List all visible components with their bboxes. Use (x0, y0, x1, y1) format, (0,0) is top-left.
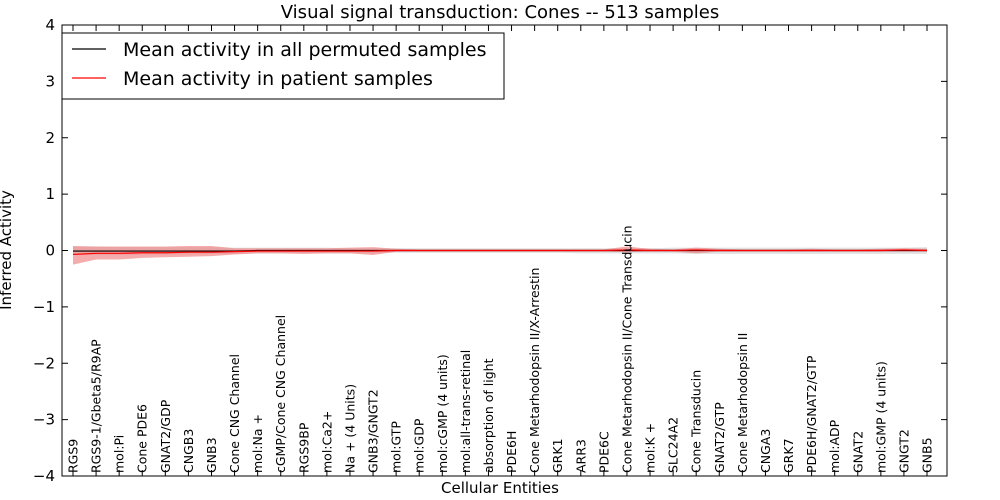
x-tick-label: PDE6C (596, 431, 611, 473)
y-tick-label: 4 (45, 16, 55, 34)
x-tick-label: absorption of light (481, 358, 496, 473)
legend-label-patient: Mean activity in patient samples (123, 68, 433, 90)
y-tick-label: 3 (45, 72, 55, 90)
x-tick-label: mol:Pi (112, 435, 127, 473)
x-tick-label: PDE6H (504, 431, 519, 473)
x-tick-label: SLC24A2 (666, 417, 681, 473)
x-tick-label: RGS9 (66, 439, 81, 473)
x-tick-label: cGMP/Cone CNG Channel (273, 315, 288, 473)
x-tick-label: PDE6H/GNAT2/GTP (804, 355, 819, 473)
x-tick-label: mol:cGMP (4 units) (435, 354, 450, 473)
y-tick-label: −4 (33, 467, 55, 485)
x-tick-label: Cone Transducin (689, 370, 704, 473)
line-series-1 (72, 249, 928, 256)
x-tick-label: GNB5 (920, 437, 935, 473)
y-axis-label: Inferred Activity (0, 190, 15, 310)
series-lines (72, 249, 928, 256)
x-tick-label: mol:K + (643, 423, 658, 473)
x-tick-label: GRK7 (781, 438, 796, 473)
x-tick-label: mol:ADP (827, 419, 842, 473)
x-tick-label: CNGA3 (758, 429, 773, 473)
x-tick-label: mol:Na + (250, 414, 265, 473)
x-tick-label: ARR3 (573, 439, 588, 473)
x-tick-label: mol:GMP (4 units) (873, 361, 888, 473)
y-tick-label: −1 (33, 298, 55, 316)
legend-label-permuted: Mean activity in all permuted samples (123, 39, 486, 61)
x-tick-label: mol:Ca2+ (319, 411, 334, 473)
y-tick-label: 0 (45, 242, 55, 260)
x-tick-label: Na + (4 Units) (342, 384, 357, 473)
y-tick-label: −2 (33, 354, 55, 372)
x-tick-label: GNB3 (204, 437, 219, 473)
x-tick-label: GNB3/GNGT2 (366, 389, 381, 473)
x-tick-label: mol:all-trans-retinal (458, 350, 473, 473)
legend-box (61, 32, 505, 100)
x-tick-label: Cone CNG Channel (227, 354, 242, 473)
x-tick-label: GNGT2 (896, 429, 911, 473)
chart-title: Visual signal transduction: Cones -- 513… (281, 2, 719, 23)
x-tick-label: Cone PDE6 (135, 404, 150, 473)
x-tick-label: GNAT2/GDP (158, 399, 173, 473)
x-axis-label: Cellular Entities (441, 479, 559, 497)
x-tick-label: RGS9BP (296, 422, 311, 473)
x-tick-label: Cone Metarhodopsin II/Cone Transducin (619, 225, 634, 473)
x-tick-label: RGS9-1/Gbeta5/R9AP (89, 339, 104, 473)
y-tick-label: −3 (33, 411, 55, 429)
x-tick-label: mol:GDP (412, 418, 427, 473)
x-tick-label: GRK1 (550, 438, 565, 473)
x-tick-label: mol:GTP (389, 421, 404, 473)
x-axis-ticks: RGS9 RGS9-1/Gbeta5/R9AP mol:Pi Cone PDE6 GNA… (66, 25, 935, 476)
confidence-bands (73, 245, 927, 265)
x-tick-label: Cone Metarhodopsin II (735, 333, 750, 473)
x-tick-label: GNAT2 (850, 431, 865, 473)
y-tick-label: 1 (45, 185, 55, 203)
y-tick-label: 2 (45, 129, 55, 147)
y-axis-ticks: −4 −3 −2 −1 0 1 2 3 4 (33, 16, 947, 485)
legend: Mean activity in all permuted samples Me… (61, 32, 505, 100)
x-tick-label: CNGB3 (181, 429, 196, 473)
x-tick-label: Cone Metarhodopsin II/X-Arrestin (527, 268, 542, 473)
x-tick-label: GNAT2/GTP (712, 402, 727, 473)
